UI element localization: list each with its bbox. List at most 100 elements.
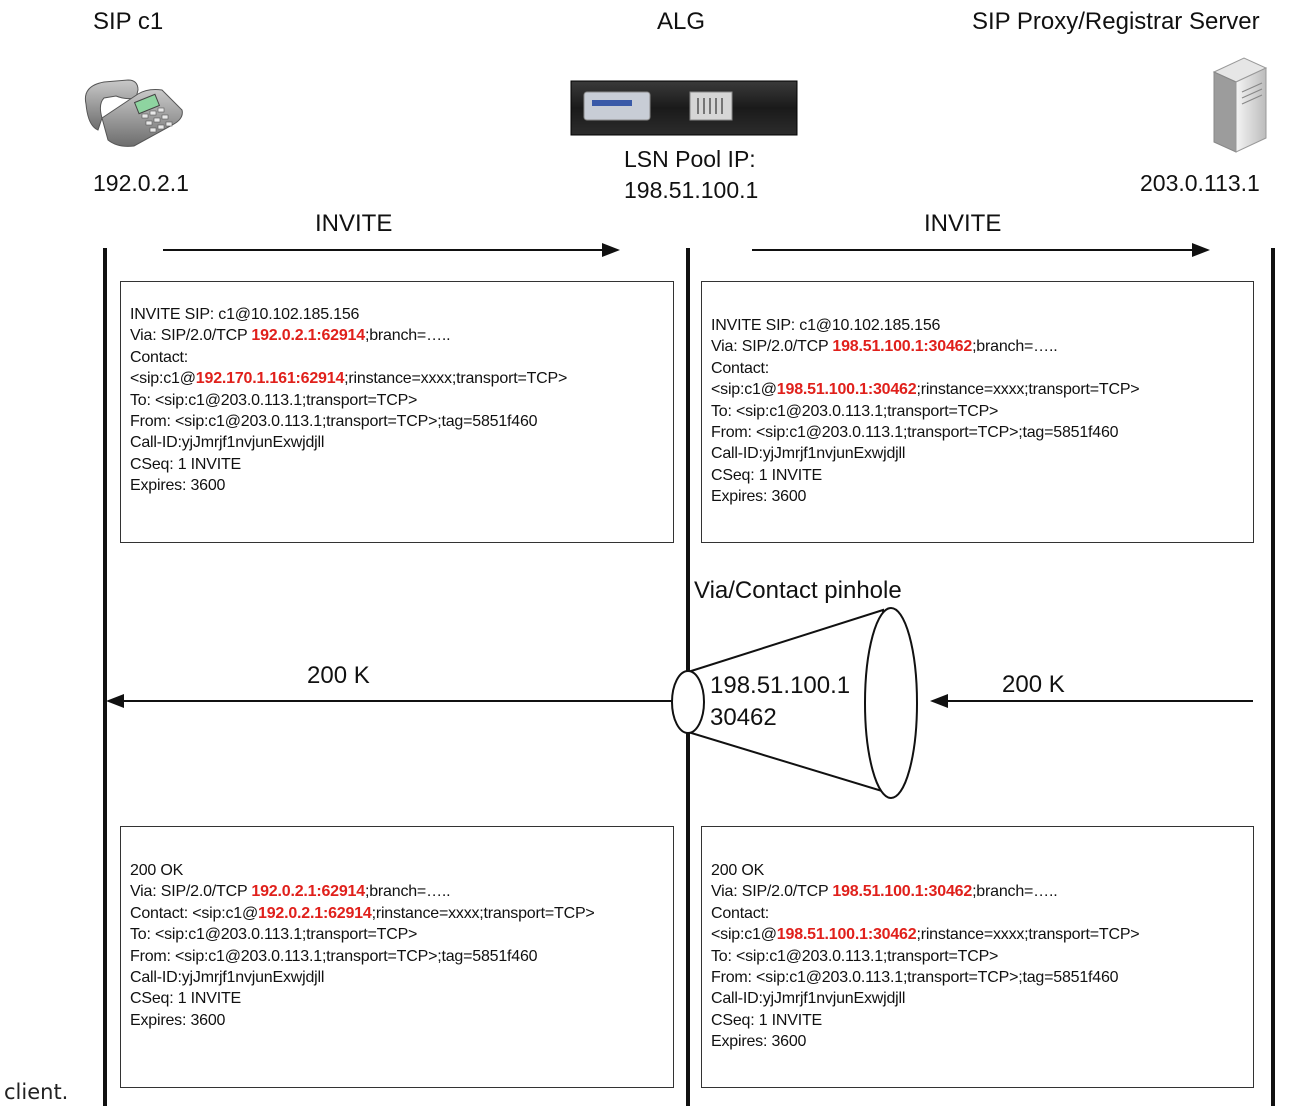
message-line: CSeq: 1 INVITE	[130, 454, 567, 475]
message-line: Call-ID:yjJmrjf1nvjunExwjdjll	[711, 988, 1139, 1009]
message-text: Contact:	[711, 904, 769, 922]
highlighted-address: 192.0.2.1:62914	[251, 327, 365, 345]
message-text: ;branch=…..	[972, 338, 1058, 356]
highlighted-address: 192.0.2.1:62914	[258, 904, 372, 922]
message-line: Call-ID:yjJmrjf1nvjunExwjdjll	[130, 432, 567, 453]
message-text: Call-ID:yjJmrjf1nvjunExwjdjll	[130, 969, 325, 987]
alg-title: ALG	[657, 8, 706, 35]
message-text: Expires: 3600	[711, 488, 807, 506]
caption-text: client.	[4, 1080, 69, 1104]
message-text: Contact:	[130, 348, 188, 366]
message-line: From: <sip:c1@203.0.113.1;transport=TCP>…	[130, 411, 567, 432]
message-text: From: <sip:c1@203.0.113.1;transport=TCP>…	[130, 413, 538, 431]
message-line: To: <sip:c1@203.0.113.1;transport=TCP>	[130, 390, 567, 411]
message-line: <sip:c1@198.51.100.1:30462;rinstance=xxx…	[711, 924, 1140, 945]
ok-arrowhead-left	[106, 694, 124, 708]
pinhole-port: 30462	[710, 704, 777, 731]
message-line: <sip:c1@192.170.1.161:62914;rinstance=xx…	[130, 368, 567, 389]
alg-lifeline	[686, 248, 690, 1106]
message-text: Call-ID:yjJmrjf1nvjunExwjdjll	[130, 434, 325, 452]
message-text: 200 OK	[130, 862, 184, 879]
message-line: CSeq: 1 INVITE	[130, 988, 595, 1009]
message-line: From: <sip:c1@203.0.113.1;transport=TCP>…	[711, 967, 1139, 988]
message-text: Expires: 3600	[130, 477, 226, 495]
alg-pool-ip: 198.51.100.1	[624, 177, 759, 203]
client-title: SIP c1	[93, 8, 164, 35]
message-text: ;branch=…..	[364, 327, 451, 345]
message-text: Via: SIP/2.0/TCP	[130, 327, 252, 345]
highlighted-address: 192.0.2.1:62914	[251, 883, 365, 901]
message-text: INVITE SIP: c1@10.102.185.156	[711, 317, 941, 334]
message-text: ;rinstance=xxxx;transport=TCP>	[371, 904, 595, 922]
ok-server-lines: 200 OK Via: SIP/2.0/TCP 198.51.100.1:3046…	[711, 860, 1140, 1053]
message-text: Call-ID:yjJmrjf1nvjunExwjdjll	[711, 445, 906, 463]
client-lifeline	[103, 248, 107, 1106]
ok-server-box: 200 OK Via: SIP/2.0/TCP 198.51.100.1:3046…	[701, 826, 1254, 1088]
message-text: 200 OK	[711, 862, 765, 879]
message-line: From: <sip:c1@203.0.113.1;transport=TCP>…	[130, 946, 595, 967]
client-ip: 192.0.2.1	[93, 170, 189, 196]
telephone-icon	[84, 79, 183, 147]
highlighted-address: 192.170.1.161:62914	[195, 370, 345, 388]
invite-arrowhead-left	[602, 243, 620, 257]
message-text: Via: SIP/2.0/TCP	[711, 338, 833, 356]
highlighted-address: 198.51.100.1:30462	[776, 926, 917, 944]
message-text: Via: SIP/2.0/TCP	[711, 883, 833, 901]
message-line: To: <sip:c1@203.0.113.1;transport=TCP>	[711, 946, 1139, 967]
invite-label-left: INVITE	[315, 210, 393, 237]
message-text: <sip:c1@	[711, 381, 777, 399]
message-text: To: <sip:c1@203.0.113.1;transport=TCP>	[711, 947, 999, 965]
message-text: Expires: 3600	[711, 1033, 807, 1051]
message-line: Call-ID:yjJmrjf1nvjunExwjdjll	[711, 443, 1139, 464]
message-line: To: <sip:c1@203.0.113.1;transport=TCP>	[130, 924, 595, 945]
message-text: Contact:	[711, 359, 769, 377]
message-text: CSeq: 1 INVITE	[130, 990, 242, 1008]
server-icon	[1212, 57, 1268, 153]
ok-label-left: 200 K	[307, 662, 370, 689]
invite-arrowhead-right	[1192, 243, 1210, 257]
message-text: Expires: 3600	[130, 1011, 226, 1029]
message-line: From: <sip:c1@203.0.113.1;transport=TCP>…	[711, 422, 1139, 443]
alg-pool-label: LSN Pool IP:	[624, 146, 756, 172]
message-text: Via: SIP/2.0/TCP	[130, 883, 252, 901]
message-line: 200 OK	[711, 860, 1139, 881]
message-line: Via: SIP/2.0/TCP 192.0.2.1:62914;branch=…	[130, 881, 595, 902]
message-line: Expires: 3600	[130, 1010, 595, 1031]
message-line: INVITE SIP: c1@10.102.185.156	[130, 304, 567, 325]
alg-appliance-icon	[570, 80, 798, 136]
pinhole-cone	[671, 607, 918, 799]
message-text: ;branch=…..	[364, 883, 451, 901]
highlighted-address: 198.51.100.1:30462	[832, 883, 973, 901]
message-text: From: <sip:c1@203.0.113.1;transport=TCP>…	[711, 424, 1119, 442]
message-text: Contact: <sip:c1@	[130, 904, 259, 922]
ok-arrowhead-right	[930, 694, 948, 708]
message-line: Expires: 3600	[711, 1031, 1139, 1052]
message-line: Contact:	[711, 358, 1139, 379]
message-text: <sip:c1@	[711, 926, 777, 944]
message-text: ;rinstance=xxxx;transport=TCP>	[916, 381, 1140, 399]
ok-label-right: 200 K	[1002, 671, 1065, 698]
message-text: To: <sip:c1@203.0.113.1;transport=TCP>	[711, 402, 999, 420]
server-lifeline	[1271, 248, 1275, 1106]
message-line: Expires: 3600	[711, 486, 1139, 507]
message-text: <sip:c1@	[130, 370, 196, 388]
message-text: INVITE SIP: c1@10.102.185.156	[130, 306, 360, 323]
message-line: Contact:	[130, 347, 567, 368]
message-line: Via: SIP/2.0/TCP 192.0.2.1:62914;branch=…	[130, 325, 567, 346]
message-line: To: <sip:c1@203.0.113.1;transport=TCP>	[711, 401, 1139, 422]
message-text: ;rinstance=xxxx;transport=TCP>	[916, 926, 1140, 944]
server-ip: 203.0.113.1	[1140, 170, 1260, 196]
pinhole-label: Via/Contact pinhole	[694, 577, 902, 604]
message-text: To: <sip:c1@203.0.113.1;transport=TCP>	[130, 391, 418, 409]
message-text: ;rinstance=xxxx;transport=TCP>	[344, 370, 568, 388]
message-line: Call-ID:yjJmrjf1nvjunExwjdjll	[130, 967, 595, 988]
highlighted-address: 198.51.100.1:30462	[832, 338, 973, 356]
message-line: 200 OK	[130, 860, 595, 881]
message-text: Call-ID:yjJmrjf1nvjunExwjdjll	[711, 990, 906, 1008]
highlighted-address: 198.51.100.1:30462	[776, 381, 917, 399]
message-line: Via: SIP/2.0/TCP 198.51.100.1:30462;bran…	[711, 881, 1139, 902]
